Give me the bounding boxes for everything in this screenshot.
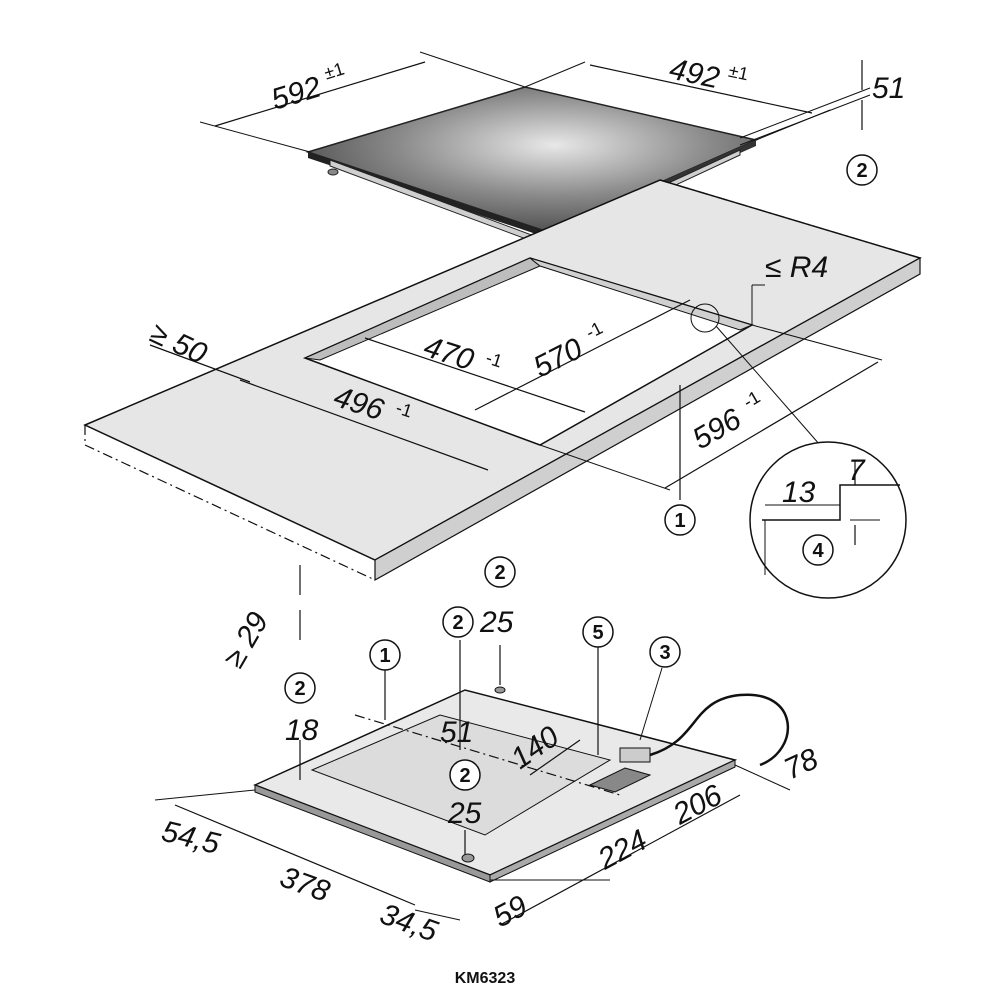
outer-width-label: 596 (687, 402, 747, 456)
cooktop-width-tolerance: ±1 (322, 59, 347, 84)
underside-dimension-lines (154, 640, 791, 926)
callout-5: 5 (582, 616, 614, 648)
body-height-label: 51 (440, 716, 473, 749)
cooktop-width-label: 592 (267, 70, 325, 116)
callout-number: 2 (294, 678, 305, 700)
detail-height-label: 7 (848, 454, 866, 487)
worktop-dimension-lines (149, 284, 883, 640)
dim-34-5-label: 34,5 (376, 898, 442, 949)
callout-2-cooktop: 2 (846, 154, 878, 186)
dim-78-label: 78 (779, 742, 823, 786)
callout-1-underside: 1 (369, 639, 401, 671)
worktop-drawing (83, 179, 922, 582)
callout-4: 4 (812, 540, 824, 562)
cooktop-depth-tolerance: ±1 (727, 61, 751, 85)
outer-width-tolerance: -1 (740, 387, 764, 412)
cooktop-dimension-lines (199, 51, 871, 153)
stud-height-label-bottom: 25 (447, 797, 482, 830)
min-thickness-label: ≥ 29 (217, 606, 275, 673)
cooktop-height-label: 51 (872, 72, 905, 105)
callout-number: 1 (674, 510, 685, 532)
callout-number: 2 (459, 765, 470, 787)
dim-59-label: 59 (488, 889, 533, 934)
callout-number: 5 (592, 622, 603, 644)
edge-detail: 4 (749, 441, 907, 599)
callout-number: 1 (379, 645, 390, 667)
outer-depth-tolerance: -1 (393, 398, 414, 422)
callout-number: 3 (659, 642, 670, 664)
callout-2-51: 2 (442, 606, 474, 638)
detail-width-label: 13 (782, 476, 816, 509)
callout-number: 2 (856, 160, 867, 182)
min-back-distance-label: ≥ 50 (145, 316, 212, 371)
callout-2-18: 2 (284, 672, 316, 704)
callout-2-top-stud: 2 (484, 556, 516, 588)
stud-18-label: 18 (285, 714, 319, 747)
model-label: KM6323 (455, 970, 516, 987)
corner-radius-label: ≤ R4 (765, 251, 828, 284)
cutout-depth-tolerance: -1 (483, 348, 504, 372)
stud-height-label-top: 25 (479, 606, 514, 639)
callout-number: 2 (452, 612, 463, 634)
callout-2-bottom-stud: 2 (449, 759, 481, 791)
cooktop-depth-label: 492 (667, 53, 723, 96)
callout-number: 2 (494, 562, 505, 584)
callout-1-worktop: 1 (664, 504, 696, 536)
callout-3: 3 (649, 636, 681, 668)
dim-224-label: 224 (592, 824, 653, 877)
dim-54-5-label: 54,5 (158, 815, 223, 861)
